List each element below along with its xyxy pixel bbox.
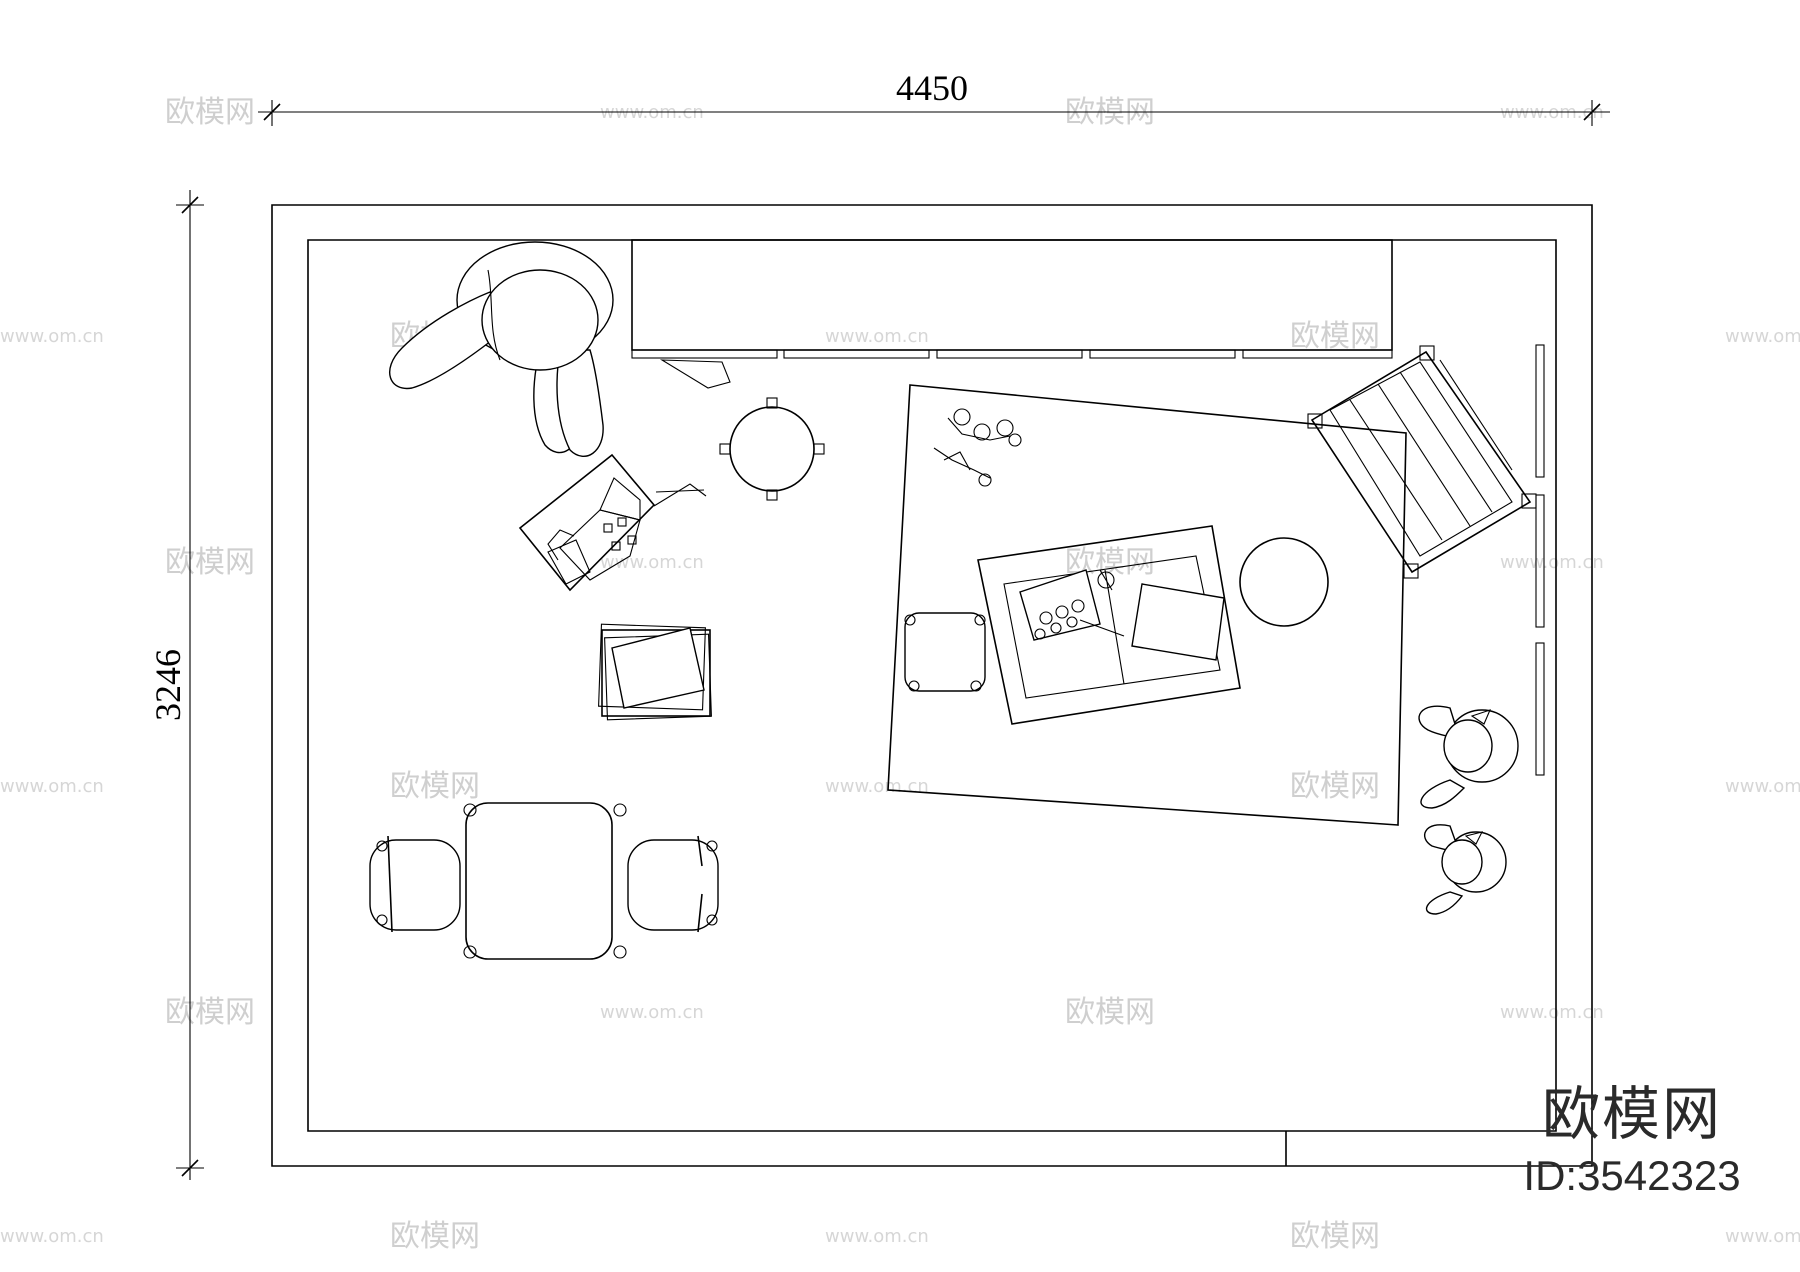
watermark-logo: 欧模网 bbox=[1065, 995, 1155, 1030]
height-dimension-label: 3246 bbox=[148, 649, 188, 721]
watermark-brand: 欧模网 ID:3542323 bbox=[1512, 1082, 1752, 1200]
watermark-url: www.om.cn bbox=[1500, 552, 1604, 573]
climbing-rack bbox=[1307, 345, 1537, 579]
watermark-url: www.om.cn bbox=[825, 326, 929, 347]
watermark-url: www.om.cn bbox=[600, 1002, 704, 1023]
dimension-width: 4450 bbox=[258, 68, 1610, 126]
watermark-logo: 欧模网 bbox=[165, 995, 255, 1030]
watermark-url: www.om.cn bbox=[825, 1226, 929, 1247]
toy-figures bbox=[933, 408, 1022, 487]
watermark-logo: 欧模网 bbox=[390, 1219, 480, 1254]
watermark-url: www.om.cn bbox=[1725, 1226, 1800, 1247]
watermark-logo: 欧模网 bbox=[390, 769, 480, 804]
wall-panels bbox=[1535, 344, 1545, 776]
room-walls bbox=[271, 204, 1593, 1167]
watermark-url: www.om.cn bbox=[0, 326, 104, 347]
model-id: ID:3542323 bbox=[1523, 1152, 1741, 1199]
table-stool bbox=[904, 612, 986, 692]
cat-chair bbox=[1423, 824, 1507, 915]
watermark-url: www.om.cn bbox=[825, 776, 929, 797]
watermark-url: www.om.cn bbox=[1725, 326, 1800, 347]
toy-house bbox=[518, 453, 707, 592]
watermark-url: www.om.cn bbox=[600, 552, 704, 573]
play-table bbox=[977, 525, 1241, 725]
watermark-logo: 欧模网 bbox=[1290, 769, 1380, 804]
wall-cabinet bbox=[631, 239, 1393, 389]
book-stack bbox=[598, 623, 712, 721]
brand-logo: 欧模网 bbox=[1541, 1080, 1722, 1148]
watermark-layer: 欧模网 www.om.cn 欧模网 www.om.cn www.om.cn 欧模… bbox=[0, 95, 1800, 1254]
watermark-url: www.om.cn bbox=[1725, 776, 1800, 797]
bunny-chair bbox=[389, 241, 614, 457]
watermark-logo: 欧模网 bbox=[1290, 319, 1380, 354]
watermark-url: www.om.cn bbox=[1500, 1002, 1604, 1023]
width-dimension-label: 4450 bbox=[896, 68, 968, 108]
cat-chair bbox=[1418, 705, 1519, 809]
watermark-logo: 欧模网 bbox=[165, 95, 255, 130]
kids-table-set bbox=[369, 802, 719, 960]
round-cushion bbox=[1239, 537, 1329, 627]
play-rug bbox=[887, 384, 1407, 826]
watermark-logo: 欧模网 bbox=[165, 545, 255, 580]
watermark-url: www.om.cn bbox=[0, 776, 104, 797]
watermark-logo: 欧模网 bbox=[1290, 1219, 1380, 1254]
dimension-height: 3246 bbox=[148, 190, 204, 1180]
round-stool bbox=[719, 397, 825, 501]
watermark-url: www.om.cn bbox=[0, 1226, 104, 1247]
